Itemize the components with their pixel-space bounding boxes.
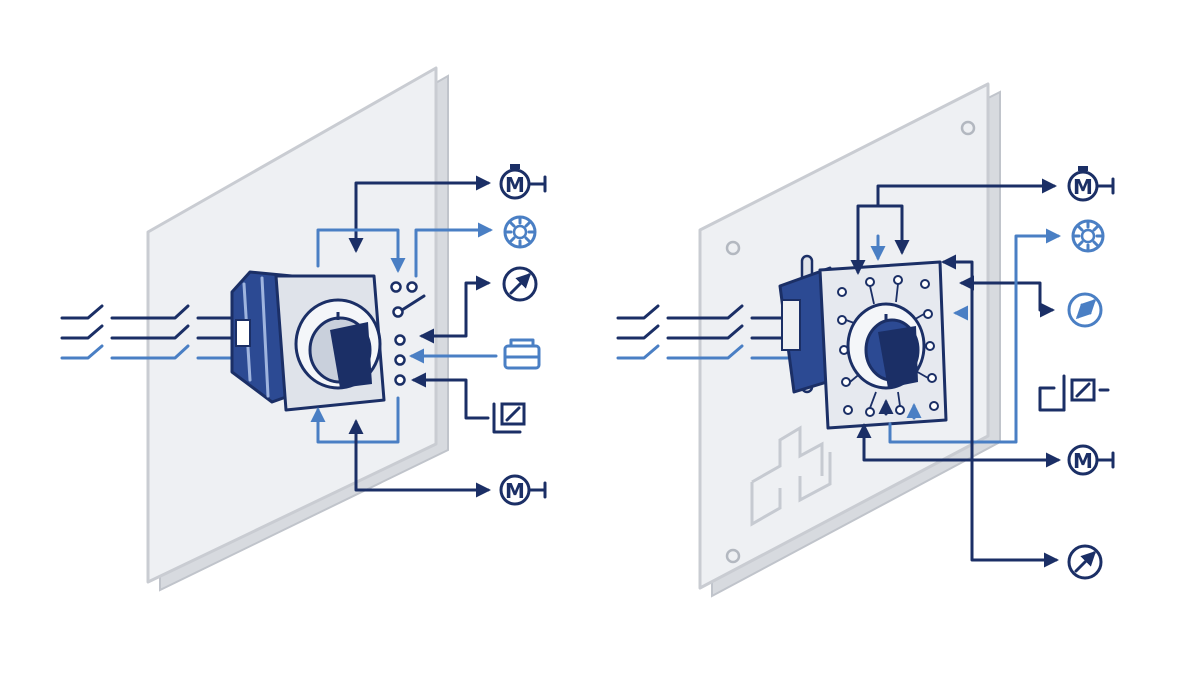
- right-output-devices: M M: [1062, 166, 1115, 580]
- motor-symbol: M: [505, 479, 525, 503]
- meter-icon: [1067, 292, 1103, 328]
- motor-icon: M: [1067, 166, 1115, 202]
- left-output-devices: M M: [492, 164, 547, 506]
- right-assembly: M M: [616, 82, 1115, 598]
- lamp-icon: [1071, 219, 1105, 253]
- relay-icon: [1062, 374, 1110, 412]
- left-wiring: [310, 175, 498, 498]
- relay-icon: [492, 402, 526, 434]
- motor-symbol: M: [1073, 449, 1093, 473]
- left-assembly: M M: [60, 66, 547, 592]
- motor-symbol: M: [1073, 175, 1093, 199]
- left-contact-terminals: [390, 281, 426, 386]
- motor-icon: M: [499, 474, 547, 506]
- motor-symbol: M: [505, 173, 525, 197]
- lamp-icon: [503, 215, 537, 249]
- right-wiring: [850, 178, 1066, 568]
- left-supply-lines: [60, 304, 234, 360]
- meter-icon: [1067, 544, 1103, 580]
- motor-icon: M: [499, 164, 547, 200]
- right-cam-switch: [778, 254, 948, 430]
- right-supply-lines: [616, 304, 792, 360]
- heater-icon: [503, 338, 541, 370]
- meter-icon: [502, 266, 538, 302]
- motor-icon: M: [1067, 444, 1115, 476]
- left-cam-switch: [230, 270, 386, 412]
